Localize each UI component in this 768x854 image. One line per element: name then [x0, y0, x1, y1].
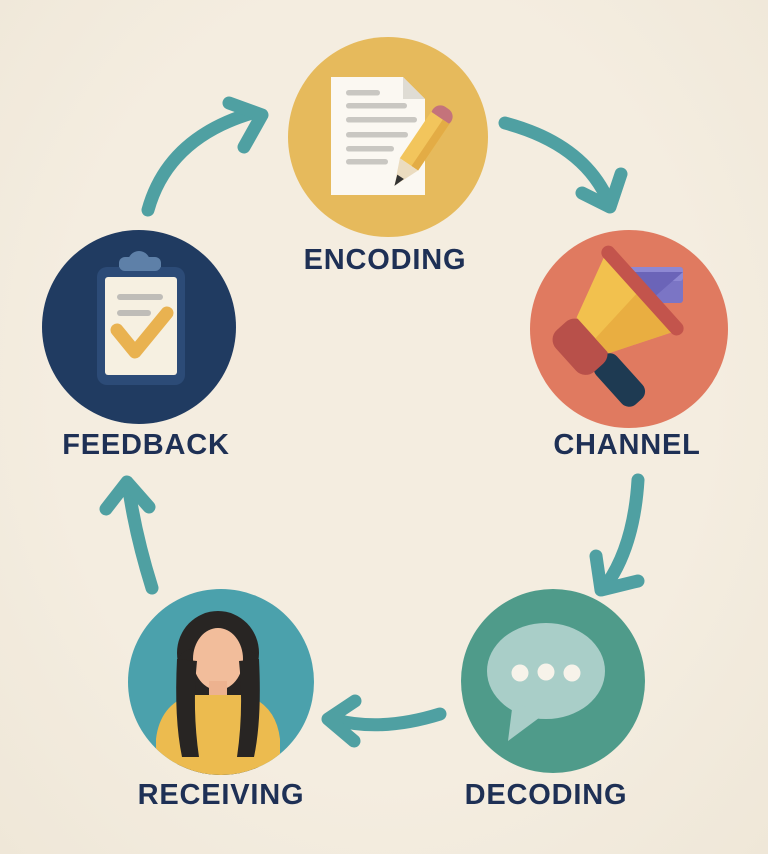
feedback-circle [42, 230, 236, 424]
decoding-label: DECODING [464, 779, 628, 811]
receiving-label: RECEIVING [137, 779, 305, 811]
encoding-circle [288, 37, 488, 237]
channel-circle [530, 230, 728, 428]
decoding-circle [461, 589, 645, 773]
document-pencil-icon [331, 77, 453, 195]
woman-avatar-icon [156, 611, 280, 775]
feedback-label: FEEDBACK [62, 429, 230, 461]
speech-bubble-icon [487, 623, 605, 741]
receiving-circle [128, 589, 314, 775]
megaphone-envelope-icon [552, 245, 684, 407]
encoding-label: ENCODING [303, 244, 467, 276]
arrow-encoding-to-channel [498, 116, 628, 214]
arrow-receiving-to-feedback [99, 475, 159, 595]
channel-label: CHANNEL [553, 429, 701, 461]
arrow-decoding-to-receiving [321, 694, 447, 748]
arrow-channel-to-decoding [589, 473, 645, 597]
clipboard-check-icon [97, 251, 185, 385]
arrow-feedback-to-encoding [141, 96, 269, 217]
